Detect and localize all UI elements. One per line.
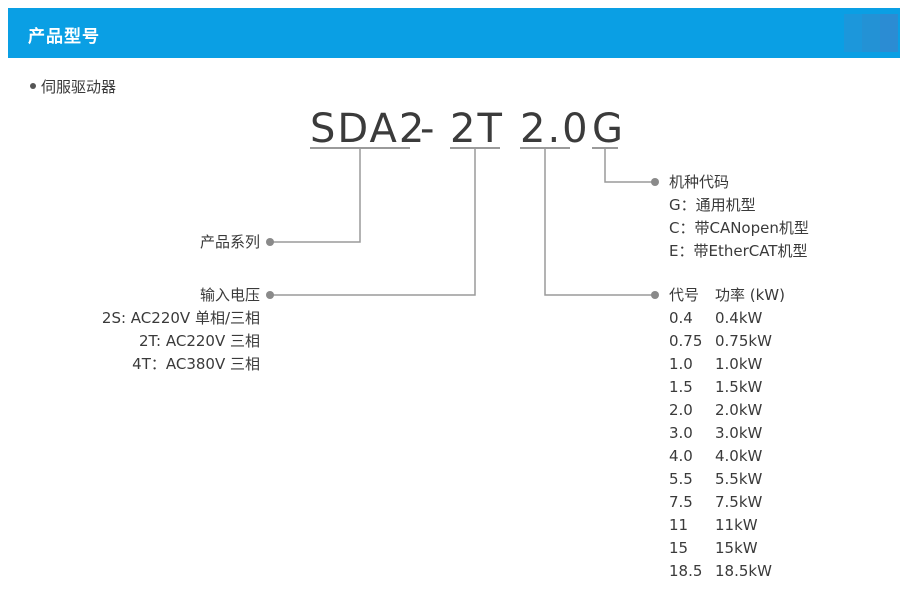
header-title: 产品型号 bbox=[28, 27, 100, 47]
power-value: 1.5kW bbox=[715, 378, 763, 396]
header-decoration bbox=[880, 14, 898, 52]
power-value: 0.75kW bbox=[715, 332, 772, 350]
voltage-title: 输入电压 bbox=[199, 286, 260, 304]
power-code: 5.5 bbox=[669, 470, 693, 488]
header-decoration bbox=[844, 14, 862, 52]
machine-type-item: C：带CANopen机型 bbox=[669, 219, 809, 237]
power-code: 18.5 bbox=[669, 562, 703, 580]
section-title: 伺服驱动器 bbox=[30, 76, 116, 97]
power-value: 3.0kW bbox=[715, 424, 763, 442]
header-decoration bbox=[862, 14, 880, 52]
underline-series bbox=[310, 147, 410, 149]
header-bar: 产品型号 bbox=[8, 8, 900, 58]
power-value: 15kW bbox=[715, 539, 758, 557]
power-code: 4.0 bbox=[669, 447, 693, 465]
machine-type-item: E：带EtherCAT机型 bbox=[669, 242, 808, 260]
underline-type bbox=[592, 147, 618, 149]
power-header-code: 代号 bbox=[669, 286, 700, 304]
model-code-series: SDA2 bbox=[310, 106, 427, 152]
power-code: 0.75 bbox=[669, 332, 703, 350]
power-code: 1.5 bbox=[669, 378, 693, 396]
power-value: 2.0kW bbox=[715, 401, 763, 419]
power-code: 2.0 bbox=[669, 401, 693, 419]
voltage-item: 4T：AC380V 三相 bbox=[132, 355, 260, 373]
power-value: 11kW bbox=[715, 516, 758, 534]
voltage-item: 2S: AC220V 单相/三相 bbox=[101, 309, 260, 327]
power-value: 5.5kW bbox=[715, 470, 763, 488]
model-code-voltage: 2T bbox=[450, 106, 504, 152]
model-code-power: 2.0 bbox=[520, 106, 590, 152]
power-code: 3.0 bbox=[669, 424, 693, 442]
power-code: 1.0 bbox=[669, 355, 693, 373]
power-code: 0.4 bbox=[669, 309, 693, 327]
power-value: 4.0kW bbox=[715, 447, 763, 465]
machine-type-item: G：通用机型 bbox=[669, 196, 756, 214]
power-code: 11 bbox=[669, 516, 689, 534]
voltage-item: 2T: AC220V 三相 bbox=[138, 332, 260, 350]
power-value: 1.0kW bbox=[715, 355, 763, 373]
power-code: 7.5 bbox=[669, 493, 693, 511]
model-code-dash: - bbox=[420, 106, 437, 152]
underline-voltage bbox=[450, 147, 500, 149]
power-header-power: 功率 (kW) bbox=[715, 286, 785, 304]
machine-type-title: 机种代码 bbox=[669, 173, 730, 191]
power-value: 7.5kW bbox=[715, 493, 763, 511]
power-value: 0.4kW bbox=[715, 309, 763, 327]
power-value: 18.5kW bbox=[715, 562, 772, 580]
model-code-type: G bbox=[592, 106, 625, 152]
bullet-icon bbox=[30, 83, 36, 89]
underline-power bbox=[520, 147, 570, 149]
power-code: 15 bbox=[669, 539, 689, 557]
series-label: 产品系列 bbox=[199, 233, 260, 251]
